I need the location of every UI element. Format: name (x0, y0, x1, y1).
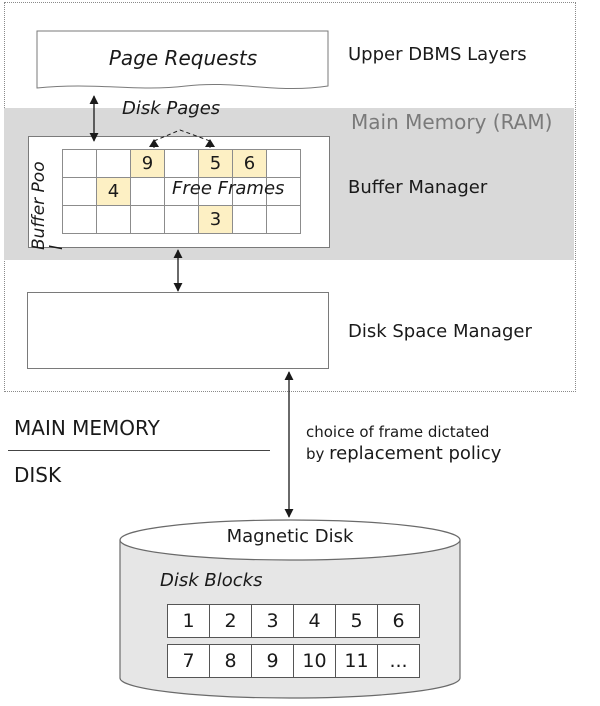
ram-label: Main Memory (RAM) (351, 110, 553, 134)
disk-block: 6 (377, 604, 420, 638)
disk-block: 7 (167, 644, 210, 678)
disk-block: 8 (209, 644, 252, 678)
disk-page-arrowhead-left (149, 139, 159, 147)
buffer-frame (266, 205, 301, 234)
policy-line-1: choice of frame dictated (306, 423, 490, 441)
buffer-frame: 3 (198, 205, 233, 234)
upper-dbms-layers-label: Upper DBMS Layers (348, 44, 527, 65)
disk-pages-label: Disk Pages (122, 98, 221, 119)
policy-line-2: by replacement policy (306, 443, 501, 464)
policy-prefix: by (306, 445, 330, 463)
disk-label: DISK (14, 463, 62, 487)
magnetic-disk-title: Magnetic Disk (226, 526, 354, 547)
disk-page-arrowhead-right (205, 139, 215, 147)
policy-emphasis: replacement policy (329, 443, 502, 464)
page-requests-shape (36, 30, 329, 90)
buffer-frame (266, 177, 301, 206)
buffer-frame (266, 149, 301, 178)
memory-disk-divider (8, 450, 270, 451)
disk-space-manager-label: Disk Space Manager (348, 321, 532, 342)
disk-block: 9 (251, 644, 294, 678)
disk-blocks-label: Disk Blocks (160, 570, 263, 591)
buffer-frame: 9 (130, 149, 165, 178)
disk-space-manager-box (27, 292, 329, 369)
main-memory-label: MAIN MEMORY (14, 416, 160, 440)
page-requests-label: Page Requests (108, 46, 258, 70)
buffer-manager-label: Buffer Manager (348, 177, 488, 198)
disk-pages-dashed-link (153, 129, 211, 148)
buffer-frame (62, 205, 97, 234)
disk-block: 11 (335, 644, 378, 678)
disk-block: ... (377, 644, 420, 678)
free-frames-label: Free Frames (172, 178, 285, 199)
disk-block: 10 (293, 644, 336, 678)
disk-block: 1 (167, 604, 210, 638)
buffer-frame: 5 (198, 149, 233, 178)
disk-block: 5 (335, 604, 378, 638)
